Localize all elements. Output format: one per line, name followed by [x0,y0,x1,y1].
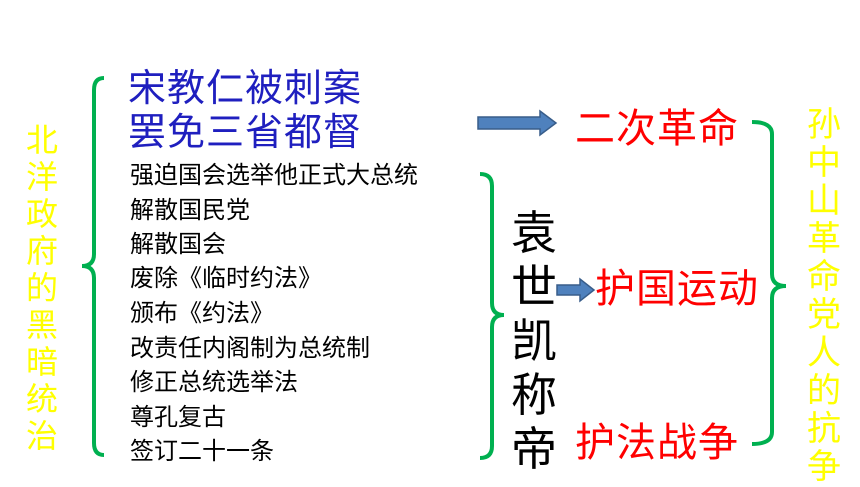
action-item: 修正总统选举法 [130,368,298,396]
right-label-char: 孙 [807,105,841,145]
action-item: 改责任内阁制为总统制 [130,334,370,362]
right-label-char: 革 [807,219,841,259]
right-label-char: 中 [807,143,841,183]
action-item: 强迫国会选举他正式大总统 [130,161,418,189]
center-label-char: 帝 [511,422,557,476]
outcome-national-protection-movement: 护国运动 [595,266,759,312]
action-item: 签订二十一条 [130,437,274,465]
left-label-char: 北 [26,121,59,159]
right-label-char: 抗 [807,409,841,449]
left-label-char: 政 [26,195,59,233]
right-label-char: 争 [807,447,841,487]
left-label-char: 洋 [26,158,59,196]
center-label-char: 称 [511,368,557,422]
event-song-jiaoren-assassination: 宋教仁被刺案 [128,66,363,110]
left-label-char: 黑 [26,306,59,344]
right-label-char: 党 [807,295,841,335]
center-vertical-label: 袁 世 凯 称 帝 [511,206,557,476]
arrow-to-second-revolution [477,109,558,137]
right-vertical-label: 孙 中 山 革 命 党 人 的 抗 争 [807,106,841,486]
outcome-constitution-protection-war: 护法战争 [575,420,739,466]
middle-brace [479,172,505,460]
action-item: 颁布《约法》 [130,299,274,327]
outcome-second-revolution: 二次革命 [575,106,739,152]
left-label-char: 统 [26,380,59,418]
center-label-char: 凯 [511,314,557,368]
left-label-char: 府 [26,232,59,270]
action-item: 尊孔复古 [130,403,226,431]
left-label-char: 暗 [26,343,59,381]
right-label-char: 命 [807,257,841,297]
action-item: 解散国民党 [130,196,250,224]
right-label-char: 人 [807,333,841,373]
left-vertical-label: 北 洋 政 府 的 黑 暗 统 治 [26,122,58,455]
left-brace [81,76,105,457]
left-label-char: 的 [26,269,59,307]
left-label-char: 治 [26,417,59,455]
arrow-to-national-protection [556,277,596,303]
right-label-char: 的 [807,371,841,411]
action-item: 解散国会 [130,230,226,258]
right-brace [751,120,787,446]
event-dismiss-governors: 罢免三省都督 [128,110,363,154]
center-label-char: 袁 [511,206,557,260]
right-label-char: 山 [807,181,841,221]
action-item: 废除《临时约法》 [130,264,322,292]
center-label-char: 世 [511,260,557,314]
